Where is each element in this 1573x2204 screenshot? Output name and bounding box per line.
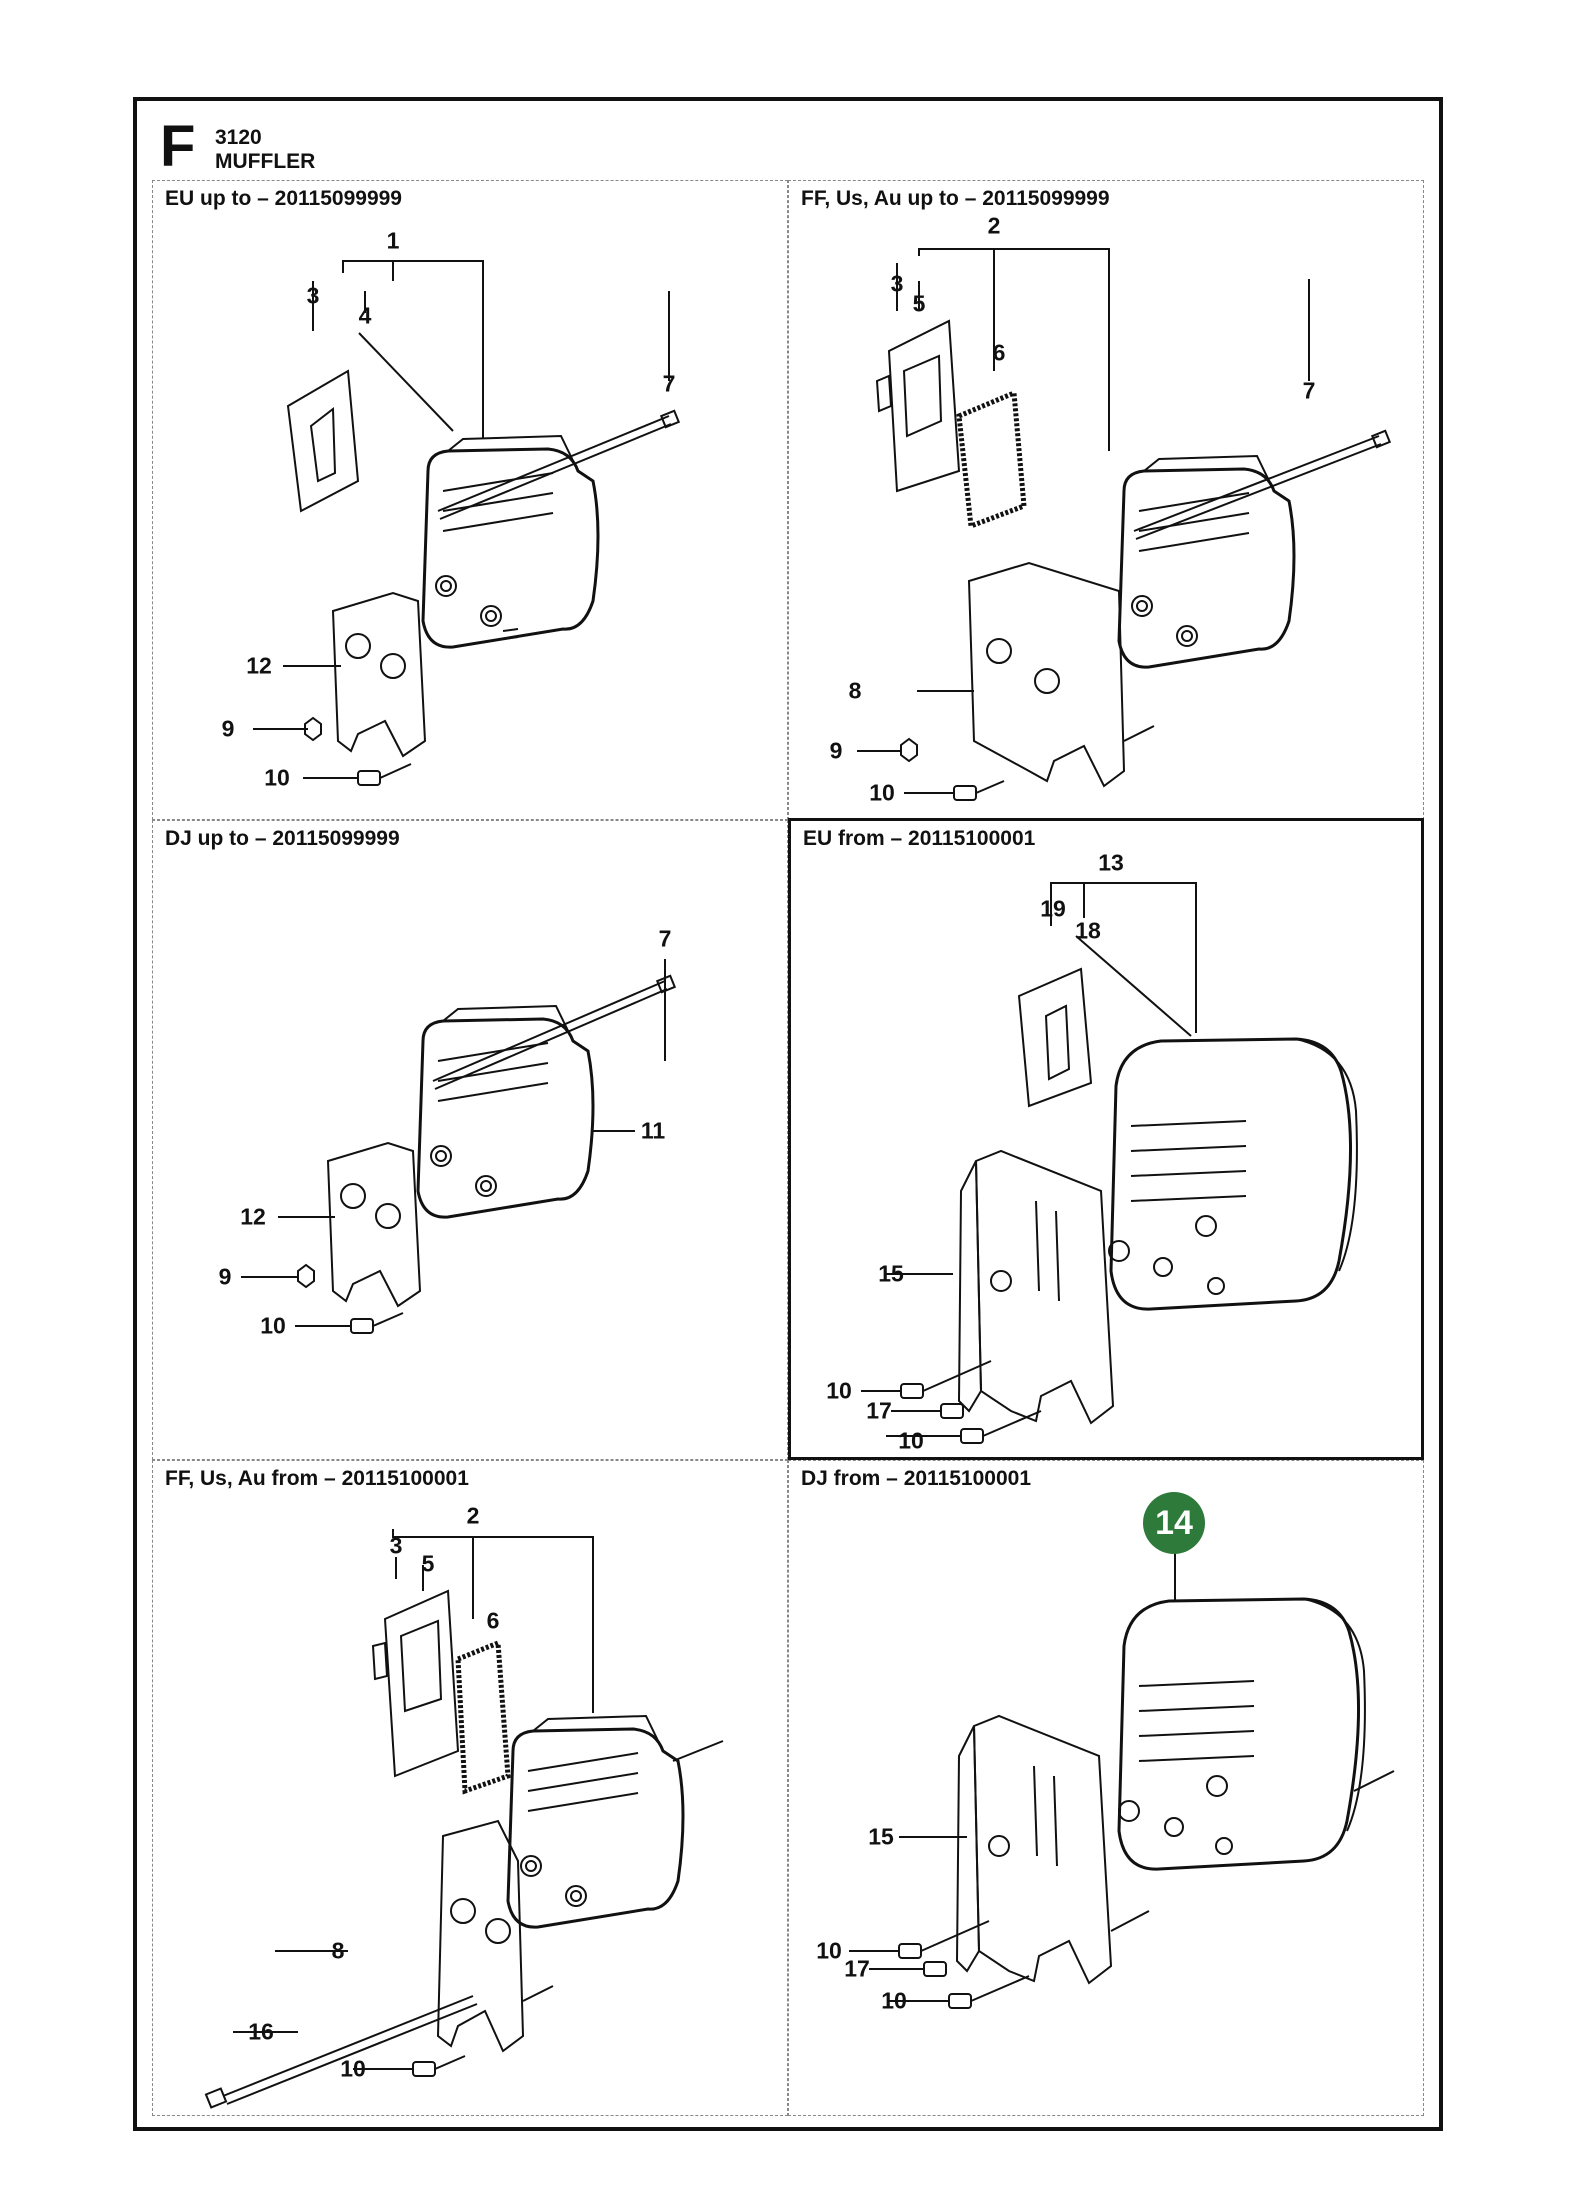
callout: 10 bbox=[340, 2055, 366, 2082]
callout: 17 bbox=[866, 1397, 892, 1424]
diagram-drawing bbox=[857, 248, 1392, 801]
muffler-body bbox=[1117, 454, 1296, 669]
highlight-badge[interactable]: 14 bbox=[1143, 1492, 1205, 1554]
diagram-drawing bbox=[204, 1529, 724, 2109]
screws bbox=[900, 1360, 1042, 1444]
callout: 10 bbox=[881, 1987, 907, 2014]
screw bbox=[412, 2055, 466, 2077]
leader-lines bbox=[857, 248, 1310, 794]
panel-label: EU from – 20115100001 bbox=[803, 827, 1036, 850]
muffler-body-large bbox=[1108, 1037, 1358, 1311]
callout: 3 bbox=[389, 1532, 403, 1559]
callout: 18 bbox=[1075, 917, 1101, 944]
callout: 9 bbox=[221, 715, 235, 742]
gasket bbox=[436, 1819, 554, 2053]
callout: 8 bbox=[331, 1937, 345, 1964]
muffler-body bbox=[506, 1714, 724, 1929]
cover-plate bbox=[286, 369, 360, 513]
leader-lines bbox=[233, 1529, 594, 2070]
callout: 10 bbox=[898, 1427, 924, 1454]
callout: 9 bbox=[829, 737, 843, 764]
callout: 6 bbox=[486, 1607, 500, 1634]
callout: 10 bbox=[826, 1377, 852, 1404]
callout: 15 bbox=[878, 1260, 904, 1287]
muffler-body bbox=[416, 1004, 595, 1219]
diagram-drawing bbox=[849, 1553, 1395, 2009]
cover-plate bbox=[371, 1589, 460, 1778]
callout: 13 bbox=[1098, 849, 1124, 876]
callout: 1 bbox=[386, 227, 400, 254]
muffler-body bbox=[421, 434, 600, 649]
callout: 7 bbox=[1302, 377, 1316, 404]
bolt-long bbox=[437, 409, 681, 520]
gasket bbox=[967, 561, 1126, 788]
diagram-drawing bbox=[861, 882, 1358, 1444]
panel-label: FF, Us, Au up to – 20115099999 bbox=[801, 187, 1110, 210]
callout: 11 bbox=[640, 1117, 666, 1144]
page-frame bbox=[133, 97, 1443, 2131]
callout: 12 bbox=[240, 1203, 266, 1230]
leader-lines bbox=[241, 959, 666, 1327]
callout: 19 bbox=[1040, 895, 1066, 922]
panel-label: DJ up to – 20115099999 bbox=[165, 827, 400, 850]
panel-ff-us-au-from: FF, Us, Au from – 20115100001 bbox=[152, 1460, 788, 2116]
callout: 16 bbox=[248, 2018, 274, 2045]
long-pin bbox=[204, 1995, 478, 2109]
section-letter: F bbox=[160, 114, 196, 179]
leader-lines bbox=[849, 1553, 1176, 2002]
cover-plate bbox=[1017, 967, 1093, 1108]
leader-lines bbox=[861, 882, 1197, 1437]
callout: 4 bbox=[358, 302, 372, 329]
callout: 15 bbox=[868, 1823, 894, 1850]
diagram-drawing bbox=[241, 959, 677, 1334]
nut-and-screw bbox=[297, 1263, 404, 1334]
gasket bbox=[326, 1141, 422, 1308]
muffler-body-large bbox=[1117, 1597, 1395, 1871]
callout: 7 bbox=[658, 925, 672, 952]
panel-label: DJ from – 20115100001 bbox=[801, 1467, 1032, 1490]
gasket-large bbox=[957, 1149, 1115, 1425]
gasket bbox=[331, 591, 427, 758]
callout: 2 bbox=[466, 1502, 480, 1529]
callout: 3 bbox=[306, 282, 320, 309]
panel-eu-up-to: EU up to – 20115099999 bbox=[152, 180, 788, 820]
callout: 7 bbox=[662, 370, 676, 397]
panel-eu-from: EU from – 20115100001 bbox=[788, 818, 1424, 1460]
panel-dj-up-to: DJ up to – 20115099999 bbox=[152, 820, 788, 1460]
callout: 10 bbox=[260, 1312, 286, 1339]
callout: 5 bbox=[912, 290, 926, 317]
panel-label: FF, Us, Au from – 20115100001 bbox=[165, 1467, 469, 1490]
callout: 10 bbox=[869, 779, 895, 806]
callout: 9 bbox=[218, 1263, 232, 1290]
section-title: MUFFLER bbox=[215, 150, 316, 173]
callout: 2 bbox=[987, 212, 1001, 239]
callout: 10 bbox=[264, 764, 290, 791]
callout: 6 bbox=[992, 339, 1006, 366]
panel-dj-from: DJ from – 20115100001 bbox=[788, 1460, 1424, 2116]
callout: 8 bbox=[848, 677, 862, 704]
cover-plate bbox=[875, 319, 961, 493]
panel-ff-us-au-up-to: FF, Us, Au up to – 20115099999 bbox=[788, 180, 1424, 820]
leader-lines bbox=[253, 260, 670, 779]
callout: 12 bbox=[246, 652, 272, 679]
screen bbox=[455, 1639, 511, 1795]
gasket-large bbox=[955, 1714, 1150, 1985]
bolt-long bbox=[1133, 429, 1392, 540]
screws bbox=[898, 1920, 1030, 2009]
diagram-drawing bbox=[253, 260, 681, 786]
nut-and-screw bbox=[900, 725, 1155, 801]
section-code: 3120 bbox=[215, 126, 262, 149]
callout: 5 bbox=[421, 1550, 435, 1577]
nut-and-screw bbox=[304, 716, 412, 786]
callout: 10 bbox=[816, 1937, 842, 1964]
panel-label: EU up to – 20115099999 bbox=[165, 187, 402, 210]
bolt-long bbox=[432, 974, 677, 1090]
callout: 17 bbox=[844, 1955, 870, 1982]
callout: 3 bbox=[890, 270, 904, 297]
screen bbox=[956, 389, 1027, 530]
